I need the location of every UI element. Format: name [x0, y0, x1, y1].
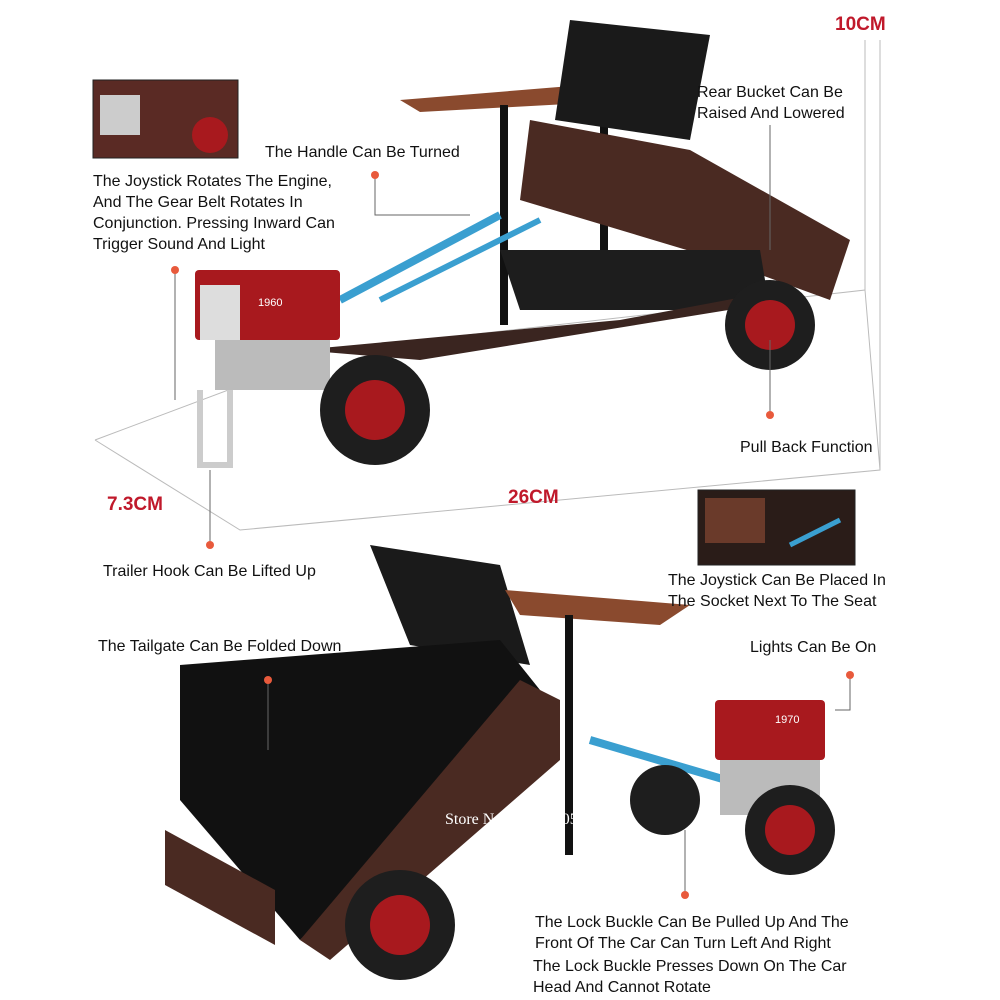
engine-label: 1960 [258, 297, 282, 309]
label-line: Rear Bucket Can Be Raised And Lowered [697, 84, 845, 122]
inset-engine-closeup [92, 79, 239, 159]
handle-label: The Handle Can Be Turned [265, 144, 460, 161]
trailer-hook-label: Trailer Hook Can Be Lifted Up [103, 563, 316, 580]
label-line: Front Of The Car Can Turn Left And Right [535, 935, 831, 952]
dimension-lines [94, 40, 881, 531]
label-line: Conjunction. Pressing Inward Can [93, 215, 335, 232]
label-line: The Joystick Can Be Placed In [668, 572, 886, 589]
height-dimension: 10CM [835, 14, 886, 35]
length-dimension: 26CM [508, 487, 559, 508]
pull-back-label: Pull Back Function [740, 439, 873, 456]
width-dimension: 7.3CM [107, 494, 163, 515]
lights-label: Lights Can Be On [750, 639, 877, 656]
joystick-socket-label: The Joystick Can Be Placed In The Socket… [668, 570, 886, 612]
label-line: The Socket Next To The Seat [668, 593, 877, 610]
lock-down-label: The Lock Buckle Presses Down On The Car … [533, 956, 847, 998]
store-watermark: Store No.1103270054 [445, 811, 586, 828]
label-line: The Joystick Rotates The Engine, [93, 173, 332, 190]
label-line: The Lock Buckle Can Be Pulled Up And The [535, 914, 849, 931]
rear-bucket-label: Rear Bucket Can Be Raised And Lowered [697, 82, 862, 124]
tractor-bottom: 1970 [165, 545, 835, 980]
label-line: Trigger Sound And Light [93, 236, 265, 253]
joystick-engine-label: The Joystick Rotates The Engine, And The… [93, 171, 335, 255]
engine-label: 1970 [775, 714, 799, 726]
lock-up-label: The Lock Buckle Can Be Pulled Up And The… [535, 912, 849, 954]
label-line: The Lock Buckle Presses Down On The Car [533, 958, 847, 975]
inset-seat-socket [697, 489, 856, 566]
callout-leaders [174, 125, 851, 895]
tailgate-label: The Tailgate Can Be Folded Down [98, 638, 342, 655]
label-line: Head And Cannot Rotate [533, 979, 711, 996]
label-line: And The Gear Belt Rotates In [93, 194, 303, 211]
callout-dots [171, 171, 854, 899]
tractor-top: 1960 [195, 20, 850, 468]
